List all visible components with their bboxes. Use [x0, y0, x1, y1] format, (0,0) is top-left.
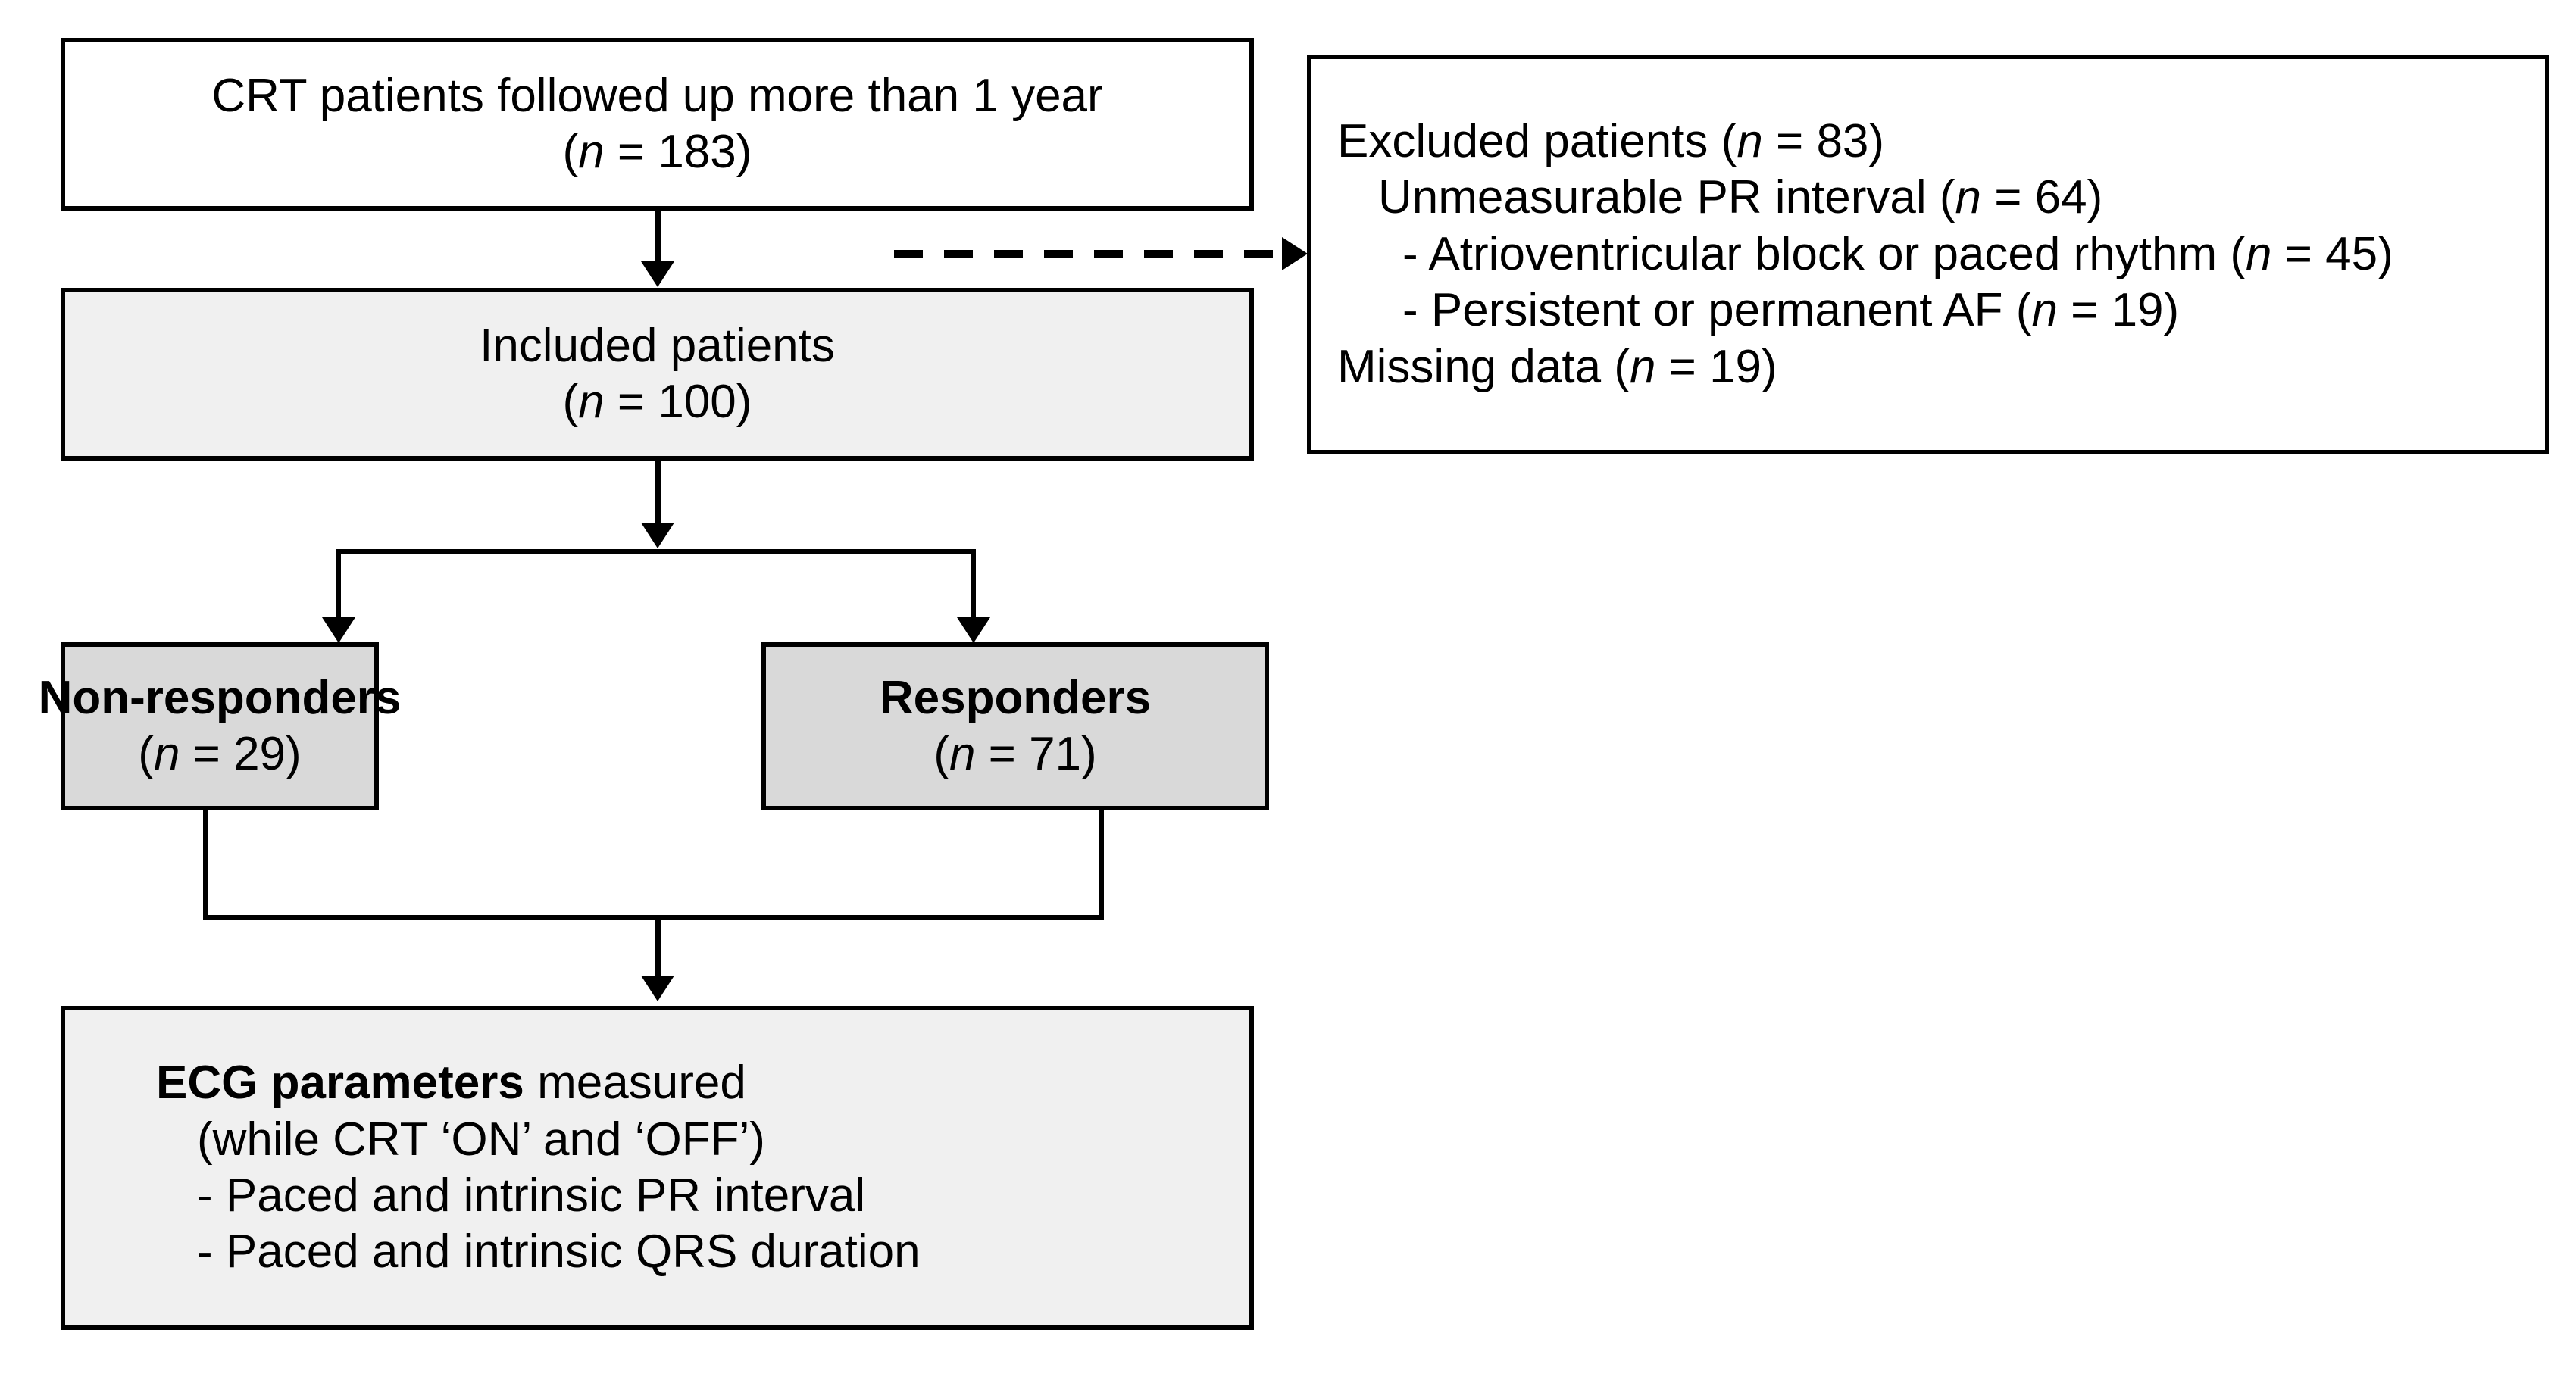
paren-open: ( — [562, 376, 579, 428]
arrowhead-down-split — [641, 523, 674, 548]
node-responders-label: Responders — [879, 671, 1152, 724]
node-ecg-line1: ECG parameters measured — [156, 1055, 746, 1111]
count-value: = 45) — [2271, 227, 2393, 280]
node-responders[interactable]: Responders (n = 71) — [761, 642, 1269, 810]
node-ecg-line4: - Paced and intrinsic QRS duration — [197, 1225, 921, 1279]
node-non-responders-label: Non-responders — [38, 671, 402, 724]
node-non-responders[interactable]: Non-responders (n = 29) — [39, 642, 401, 810]
connector-split-left-leg — [336, 549, 341, 623]
node-ecg-line3: - Paced and intrinsic PR interval — [197, 1169, 866, 1222]
node-ecg-parameters[interactable]: ECG parameters measured (while CRT ‘ON’ … — [61, 1006, 1254, 1330]
node-enrolled-line1: CRT patients followed up more than 1 yea… — [211, 69, 1103, 122]
n-symbol: n — [1955, 171, 1982, 224]
av-block-label: - Atrioventricular block or paced rhythm… — [1402, 227, 2246, 280]
count-value: = 29) — [180, 728, 302, 780]
count-value: = 19) — [1655, 340, 1777, 393]
count-value: = 183) — [604, 126, 752, 178]
node-included-line2: (n = 100) — [563, 374, 752, 430]
connector-split-right-leg — [971, 549, 976, 623]
arrowhead-right-excluded — [1282, 237, 1308, 270]
node-excluded-line2: Unmeasurable PR interval (n = 64) — [1337, 170, 2102, 226]
arrowhead-down-non-responders — [322, 617, 355, 643]
n-symbol: n — [2245, 227, 2272, 280]
node-excluded-line4: - Persistent or permanent AF (n = 19) — [1337, 283, 2179, 339]
measured-label: measured — [524, 1057, 746, 1110]
paren-open: ( — [138, 728, 154, 780]
count-value: = 100) — [604, 376, 752, 428]
count-value: = 83) — [1762, 115, 1885, 168]
node-enrolled-line2: (n = 183) — [563, 124, 752, 180]
count-value: = 71) — [975, 728, 1097, 780]
node-included-patients[interactable]: Included patients (n = 100) — [61, 288, 1254, 461]
n-symbol: n — [2031, 284, 2058, 337]
node-excluded-line3: - Atrioventricular block or paced rhythm… — [1337, 226, 2393, 283]
n-symbol: n — [578, 126, 605, 178]
connector-merge-bar — [203, 915, 1104, 920]
node-non-responders-count: (n = 29) — [138, 726, 301, 782]
connector-merge-left-leg — [203, 810, 208, 920]
connector-enrolled-to-included — [655, 211, 661, 265]
n-symbol: n — [949, 728, 976, 780]
unmeasurable-pr-label: Unmeasurable PR interval ( — [1378, 171, 1955, 224]
count-value: = 64) — [1981, 171, 2103, 224]
ecg-parameters-label: ECG parameters — [156, 1057, 524, 1110]
count-value: = 19) — [2057, 284, 2180, 337]
node-included-line1: Included patients — [480, 319, 835, 372]
connector-merge-stem — [655, 915, 661, 979]
connector-included-stem — [655, 461, 661, 527]
n-symbol: n — [1629, 340, 1656, 393]
n-symbol: n — [578, 376, 605, 428]
n-symbol: n — [1737, 115, 1763, 168]
paren-open: ( — [562, 126, 579, 178]
paren-open: ( — [933, 728, 949, 780]
arrowhead-down-ecg — [641, 976, 674, 1001]
excluded-label: Excluded patients ( — [1337, 115, 1737, 168]
node-responders-count: (n = 71) — [933, 726, 1096, 782]
connector-merge-right-leg — [1099, 810, 1104, 920]
node-excluded-patients[interactable]: Excluded patients (n = 83) Unmeasurable … — [1307, 55, 2549, 454]
arrowhead-down-included — [641, 261, 674, 287]
node-enrolled-patients[interactable]: CRT patients followed up more than 1 yea… — [61, 38, 1254, 211]
persistent-af-label: - Persistent or permanent AF ( — [1402, 284, 2032, 337]
node-excluded-line1: Excluded patients (n = 83) — [1337, 114, 1884, 170]
node-excluded-line5: Missing data (n = 19) — [1337, 339, 1777, 395]
arrowhead-down-responders — [957, 617, 990, 643]
connector-enrolled-to-excluded — [894, 250, 1294, 258]
n-symbol: n — [153, 728, 180, 780]
missing-data-label: Missing data ( — [1337, 340, 1630, 393]
connector-split-bar — [336, 549, 976, 554]
node-ecg-line2: (while CRT ‘ON’ and ‘OFF’) — [197, 1113, 765, 1166]
